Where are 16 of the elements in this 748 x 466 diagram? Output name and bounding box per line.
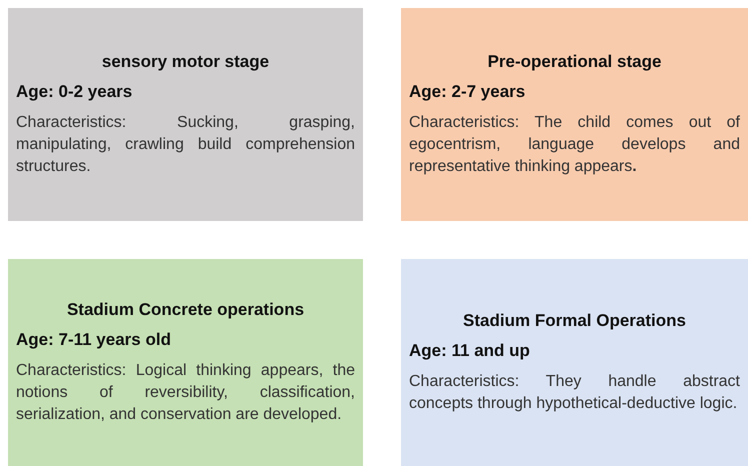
age-label: Age: 2-7 years xyxy=(409,82,526,102)
stage-card xyxy=(401,259,748,466)
stage-card xyxy=(401,8,748,221)
age-label: Age: 7-11 years old xyxy=(16,330,172,350)
age-label: Age: 11 and up xyxy=(409,340,531,360)
description-text: Characteristics: Logical thinking appears, the notions of reversibility, classification, serialization, and conservation are developed. xyxy=(16,360,355,424)
card-heading: Pre-operational stage xyxy=(486,52,662,72)
stage-card xyxy=(8,8,363,221)
card-heading: sensory motor stage xyxy=(100,52,270,72)
card-heading: Stadium Concrete operations xyxy=(66,300,306,320)
age-label: Age: 0-2 years xyxy=(16,82,134,102)
description-text: Characteristics: Sucking, grasping, manipulating, crawling build comprehension structures. xyxy=(16,112,355,176)
card-heading: Stadium Formal Operations xyxy=(462,310,687,330)
description-text: Characteristics: They handle abstract concepts through hypothetical-deductive logic. xyxy=(409,372,740,414)
stage-card xyxy=(8,259,363,466)
description-text: Characteristics: The child comes out of egocentrism, language develops and representative thinking appears. xyxy=(409,112,740,176)
